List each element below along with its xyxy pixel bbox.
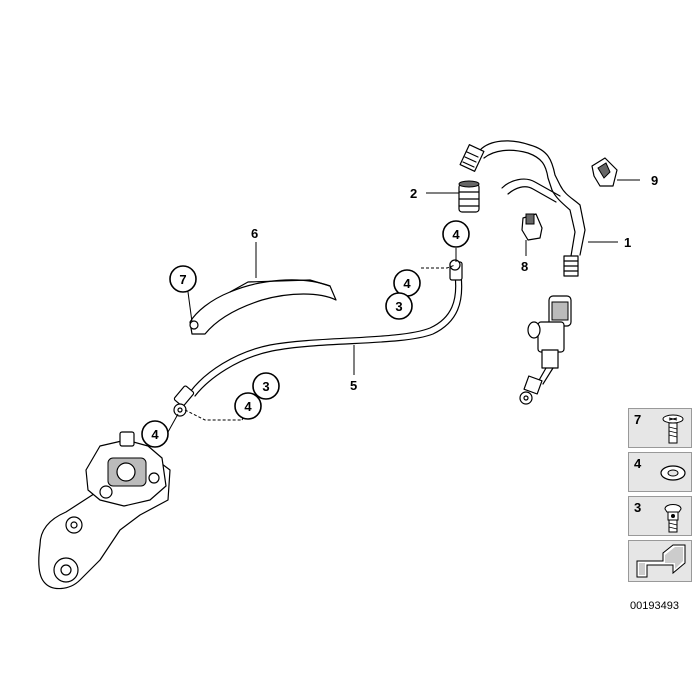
- arrow-icon: [636, 544, 686, 578]
- hose-guide-part-6: [189, 279, 337, 335]
- leader-7: [187, 291, 193, 323]
- banjo-bolt-icon: [664, 504, 682, 533]
- callout-7: 7: [169, 265, 197, 293]
- brake-hose-part-5: [173, 259, 463, 417]
- legend-item-arrow: [628, 540, 692, 582]
- dashed-link-top: [421, 264, 456, 269]
- callout-4-left: 4: [141, 420, 169, 448]
- svg-text:4: 4: [452, 227, 460, 242]
- svg-text:3: 3: [395, 299, 402, 314]
- callout-4-top: 4: [442, 220, 470, 248]
- legend-number: 7: [634, 412, 642, 427]
- leader-4-left: [167, 413, 179, 433]
- legend-item-7: 7: [628, 408, 692, 448]
- clip-part-9: [591, 157, 618, 187]
- hardware-legend: 7 4 3: [628, 408, 692, 582]
- dashed-link-bottom: [184, 409, 242, 421]
- legend-number: 4: [634, 456, 642, 471]
- part-label-2: 2: [410, 186, 417, 201]
- part-label-6: 6: [251, 226, 258, 241]
- part-label-9: 9: [651, 173, 658, 188]
- legend-item-4: 4: [628, 452, 692, 492]
- brake-caliper: [38, 431, 171, 590]
- brake-line-part-1: [459, 140, 586, 277]
- part-label-5: 5: [350, 378, 357, 393]
- callout-3-lower: 3: [252, 372, 280, 400]
- sleeve-part-2: [458, 180, 480, 213]
- svg-text:4: 4: [151, 427, 159, 442]
- reference-code: 00193493: [630, 600, 679, 612]
- svg-text:4: 4: [244, 399, 252, 414]
- callout-4-lower: 4: [234, 392, 262, 420]
- svg-text:3: 3: [262, 379, 269, 394]
- callout-4-mid: 4: [393, 269, 421, 297]
- callout-3-mid: 3: [385, 292, 413, 320]
- legend-item-3: 3: [628, 496, 692, 536]
- master-cylinder: [519, 295, 572, 405]
- part-label-8: 8: [521, 259, 528, 274]
- svg-text:4: 4: [403, 276, 411, 291]
- part-label-1: 1: [624, 235, 631, 250]
- screw-icon: [662, 414, 684, 444]
- clip-part-8: [521, 213, 543, 241]
- legend-number: 3: [634, 500, 642, 515]
- washer-icon: [660, 465, 686, 481]
- svg-text:7: 7: [179, 272, 186, 287]
